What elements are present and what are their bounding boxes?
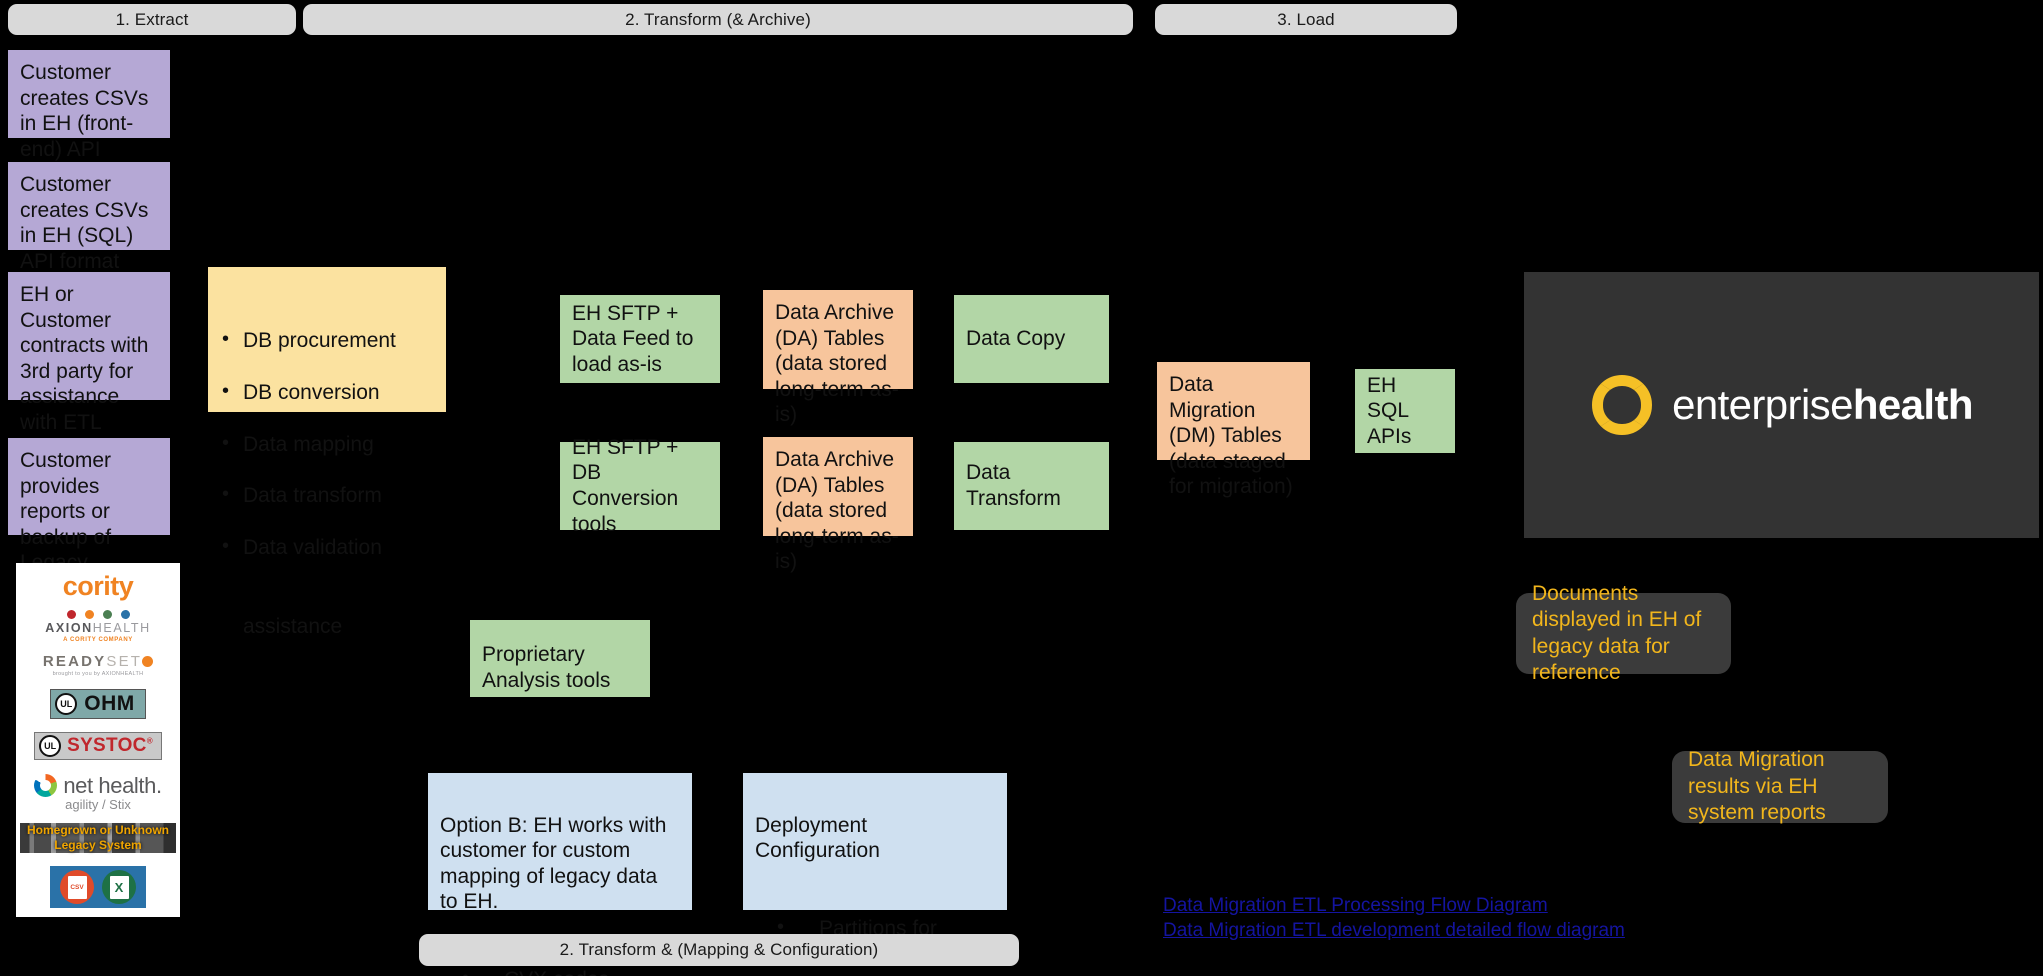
third-party-services-list: DB procurement DB conversion Data mappin…	[216, 303, 438, 587]
systoc-logo: UL SYSTOC®	[34, 732, 162, 760]
deployment-configuration-box: Deployment Configuration Partitions for …	[743, 773, 1007, 966]
data-archive-tables-box-2: Data Archive (DA) Tables (data stored lo…	[763, 437, 913, 573]
legacy-system-photo: Homegrown or Unknown Legacy System	[20, 823, 176, 853]
data-transform-box: Data Transform	[954, 442, 1109, 530]
brand-name-bold: health	[1852, 381, 1974, 428]
csv-icon-label: CSV	[67, 875, 87, 899]
extract-box-csv-sql: Customer creates CSVs in EH (SQL) API fo…	[8, 162, 170, 273]
axion-bold-text: AXION	[45, 621, 93, 635]
eh-sftp-db-conversion-box: EH SFTP + DB Conversion tools	[560, 436, 720, 536]
systoc-text: SYSTOC	[67, 735, 147, 756]
phase-tab-transform-mapping-configuration[interactable]: 2. Transform & (Mapping & Configuration)	[419, 934, 1019, 966]
net-health-subtitle: agility / Stix	[65, 797, 131, 812]
csv-file-icon: CSV	[60, 870, 94, 904]
option-b-mapping-box: Option B: EH works with customer for cus…	[428, 773, 692, 976]
list-item: Data validation	[216, 534, 438, 561]
readyset-logo: READYSET brought to you by AXIONHEALTH	[42, 652, 154, 678]
phase-tab-load[interactable]: 3. Load	[1155, 4, 1457, 35]
axion-health-logo: AXIONHEALTH A CORITY COMPANY	[45, 610, 151, 643]
extract-box-third-party-contract: EH or Customer contracts with 3rd party …	[8, 272, 170, 434]
legacy-system-photo-label: Homegrown or Unknown Legacy System	[27, 823, 169, 852]
axion-subtitle: A CORITY COMPANY	[63, 636, 133, 643]
link-etl-development-detailed-flow-diagram[interactable]: Data Migration ETL development detailed …	[1163, 920, 1625, 942]
systoc-registered-mark: ®	[146, 736, 153, 746]
list-item: DB procurement	[216, 327, 438, 354]
readyset-light-text: SET	[106, 652, 143, 670]
list-item: DB conversion	[216, 379, 438, 406]
axion-dots-icon	[45, 610, 151, 619]
axion-light-text: HEALTH	[92, 621, 151, 635]
excel-file-icon: X	[102, 870, 136, 904]
proprietary-analysis-tools-box: Proprietary Analysis tools	[470, 620, 650, 697]
third-party-services-box: DB procurement DB conversion Data mappin…	[208, 267, 446, 638]
link-etl-processing-flow-diagram[interactable]: Data Migration ETL Processing Flow Diagr…	[1163, 895, 1548, 916]
data-migration-results-callout: Data Migration results via EH system rep…	[1672, 748, 1888, 824]
enterprise-health-brand-panel: enterprisehealth	[1524, 272, 2039, 538]
third-party-services-tail: assistance	[243, 615, 343, 639]
eh-sftp-data-feed-box: EH SFTP + Data Feed to load as-is	[560, 295, 720, 383]
ohm-logo: UL OHM	[50, 689, 146, 719]
option-b-lead-text: Option B: EH works with customer for cus…	[440, 813, 667, 914]
list-item: Data mapping	[216, 430, 438, 458]
deployment-config-lead-text: Deployment Configuration	[755, 813, 880, 863]
readyset-bold-text: READY	[42, 652, 107, 670]
list-item: Data transform	[216, 482, 438, 509]
data-migration-tables-box: Data Migration (DM) Tables (data staged …	[1157, 362, 1310, 498]
legacy-systems-logo-panel: cority AXIONHEALTH A CORITY COMPANY READ…	[16, 563, 180, 917]
readyset-dot-icon	[142, 655, 154, 667]
ul-mark-icon: UL	[55, 693, 78, 715]
net-health-text: net health.	[63, 772, 162, 798]
readyset-subtitle: brought to you by AXIONHEALTH	[52, 670, 144, 677]
brand-name-light: enterprise	[1672, 381, 1853, 428]
data-copy-box: Data Copy	[954, 295, 1109, 383]
extract-box-reports-backup: Customer provides reports or backup of L…	[8, 438, 170, 600]
cority-logo: cority	[62, 571, 134, 601]
documents-displayed-callout: Documents displayed in EH of legacy data…	[1516, 582, 1731, 684]
net-health-logo: net health. agility / Stix	[34, 772, 162, 812]
file-format-icons: CSV X	[50, 866, 146, 908]
data-archive-tables-box-1: Data Archive (DA) Tables (data stored lo…	[763, 290, 913, 426]
diagram-links: Data Migration ETL Processing Flow Diagr…	[1163, 893, 1625, 944]
phase-tab-extract[interactable]: 1. Extract	[8, 4, 296, 35]
option-b-list: CVX codes Observations	[440, 942, 680, 976]
excel-icon-label: X	[109, 875, 129, 899]
ohm-text: OHM	[84, 692, 135, 715]
eh-sql-apis-box: EH SQL APIs	[1355, 369, 1455, 453]
net-health-ring-icon	[34, 774, 58, 797]
sunburst-ring-icon	[1592, 375, 1653, 435]
ul-mark-icon: UL	[39, 735, 62, 757]
list-item: CVX codes	[440, 966, 680, 976]
phase-tab-transform-archive[interactable]: 2. Transform (& Archive)	[303, 4, 1133, 35]
extract-box-csv-frontend: Customer creates CSVs in EH (front-end) …	[8, 50, 170, 186]
